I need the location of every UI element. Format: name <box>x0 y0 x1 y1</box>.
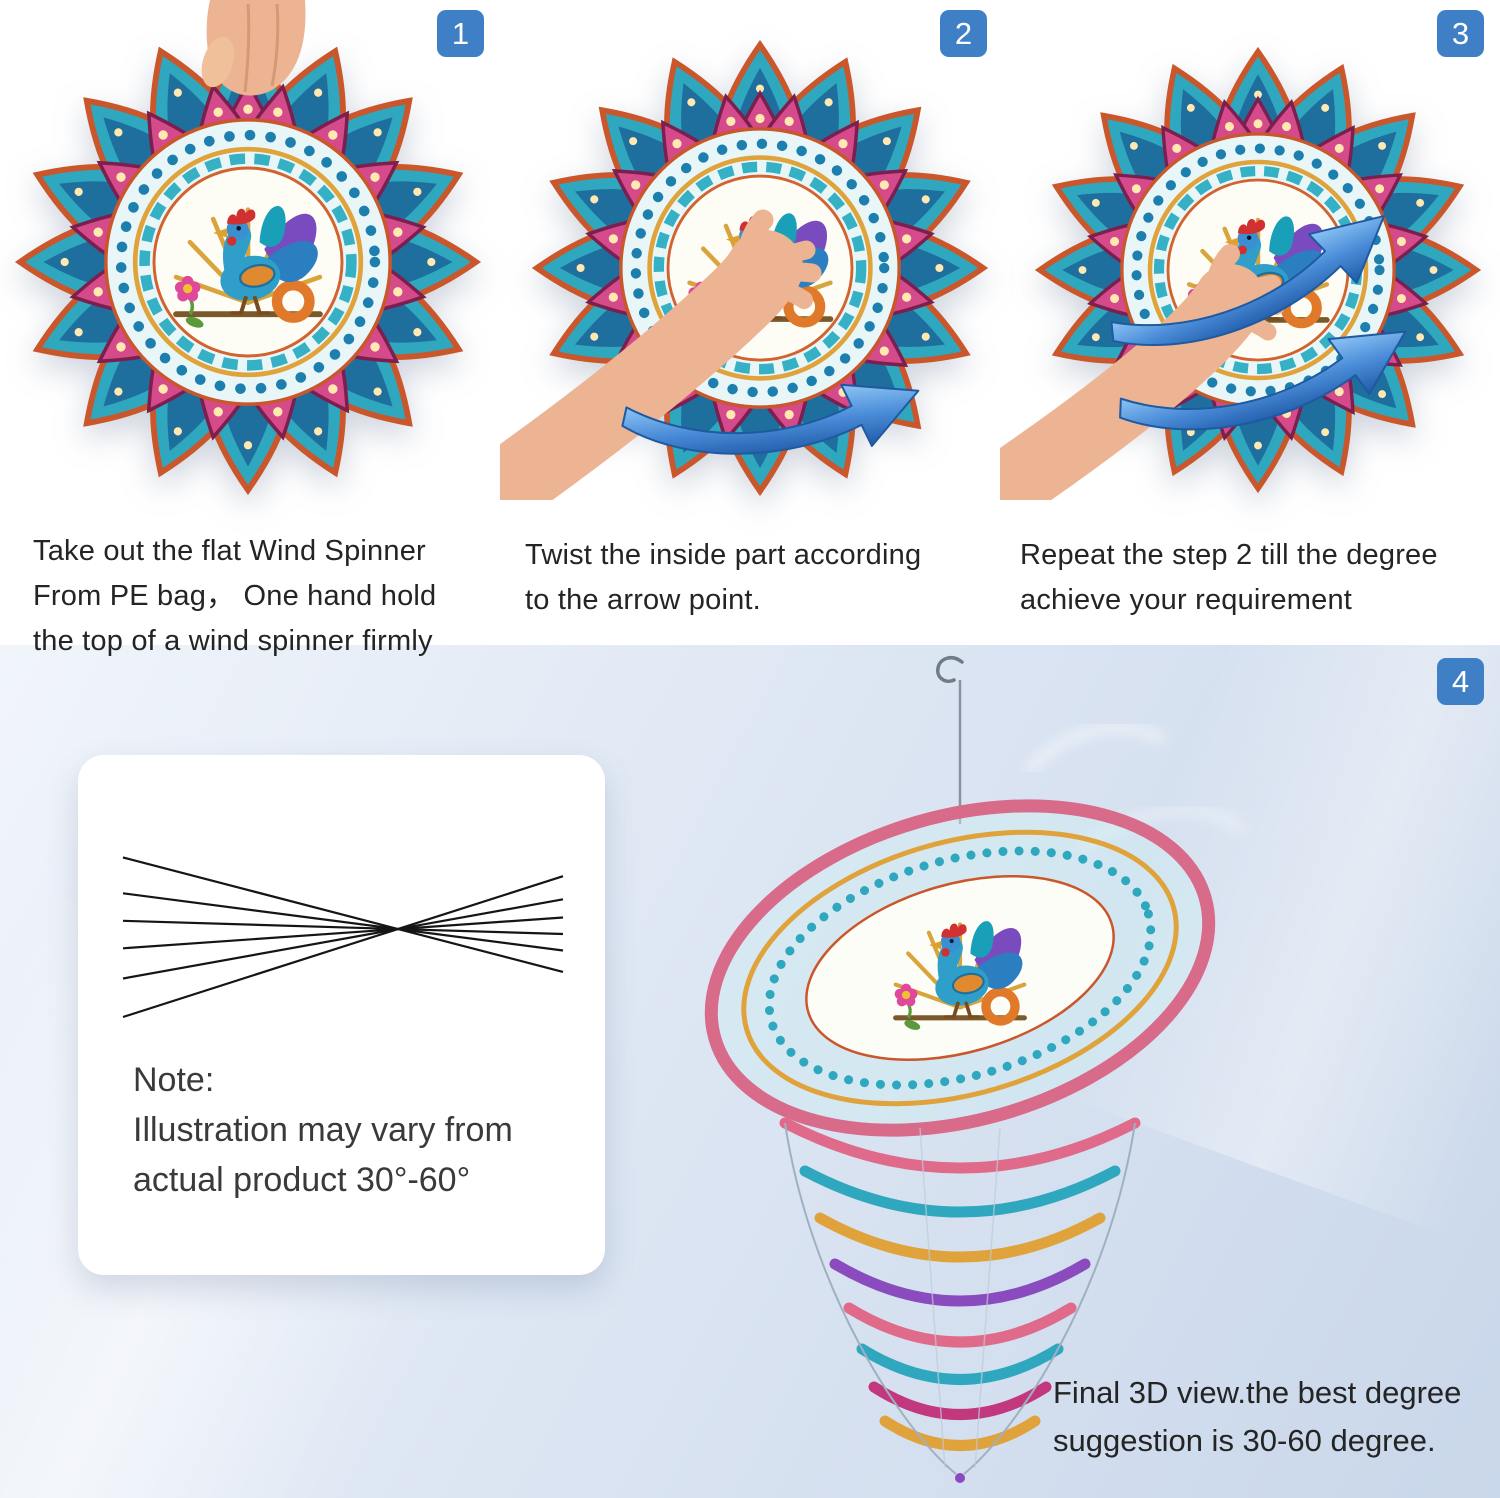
final-caption: Final 3D view.the best degree suggestion… <box>1053 1369 1461 1465</box>
caption-line: From PE bag， One hand hold <box>33 580 437 612</box>
step-number-badge: 2 <box>940 10 987 57</box>
wind-spinner-flat-illustration <box>13 27 483 497</box>
wind-spinner-repeat-illustration <box>1033 45 1483 495</box>
spinner-3d-illustration <box>704 656 1245 1483</box>
hanging-hook-illustration <box>936 656 964 824</box>
fan-lines-illustration <box>122 856 564 1019</box>
note-line: Illustration may vary from <box>133 1111 513 1149</box>
step2-caption: Twist the inside part according to the a… <box>525 533 1000 623</box>
spiral-bands <box>779 1117 1141 1451</box>
spinner-mandala-illustration <box>1033 45 1483 495</box>
caption-line: to the arrow point. <box>525 584 761 616</box>
step-number-badge: 4 <box>1437 658 1484 705</box>
step-number-badge: 3 <box>1437 10 1484 57</box>
caption-line: Repeat the step 2 till the degree <box>1020 539 1438 571</box>
note-line: actual product 30°-60° <box>133 1161 471 1199</box>
step3-caption: Repeat the step 2 till the degree achiev… <box>1020 533 1495 623</box>
caption-line: achieve your requirement <box>1020 584 1353 616</box>
caption-line: suggestion is 30-60 degree. <box>1053 1423 1436 1458</box>
note-text: Note: Illustration may vary from actual … <box>133 1055 513 1205</box>
caption-line: the top of a wind spinner firmly <box>33 625 433 657</box>
caption-line: Final 3D view.the best degree <box>1053 1375 1462 1410</box>
caption-line: Twist the inside part according <box>525 539 922 571</box>
wind-spinner-twist-illustration <box>530 38 990 498</box>
caption-line: Take out the flat Wind Spinner <box>33 535 426 567</box>
note-title: Note: <box>133 1061 215 1099</box>
note-card: Note: Illustration may vary from actual … <box>78 755 605 1275</box>
step1-caption: Take out the flat Wind Spinner From PE b… <box>33 529 508 664</box>
spinner-mandala-illustration <box>530 38 990 498</box>
spinner-mandala-illustration <box>13 27 483 497</box>
step-number-badge: 1 <box>437 10 484 57</box>
